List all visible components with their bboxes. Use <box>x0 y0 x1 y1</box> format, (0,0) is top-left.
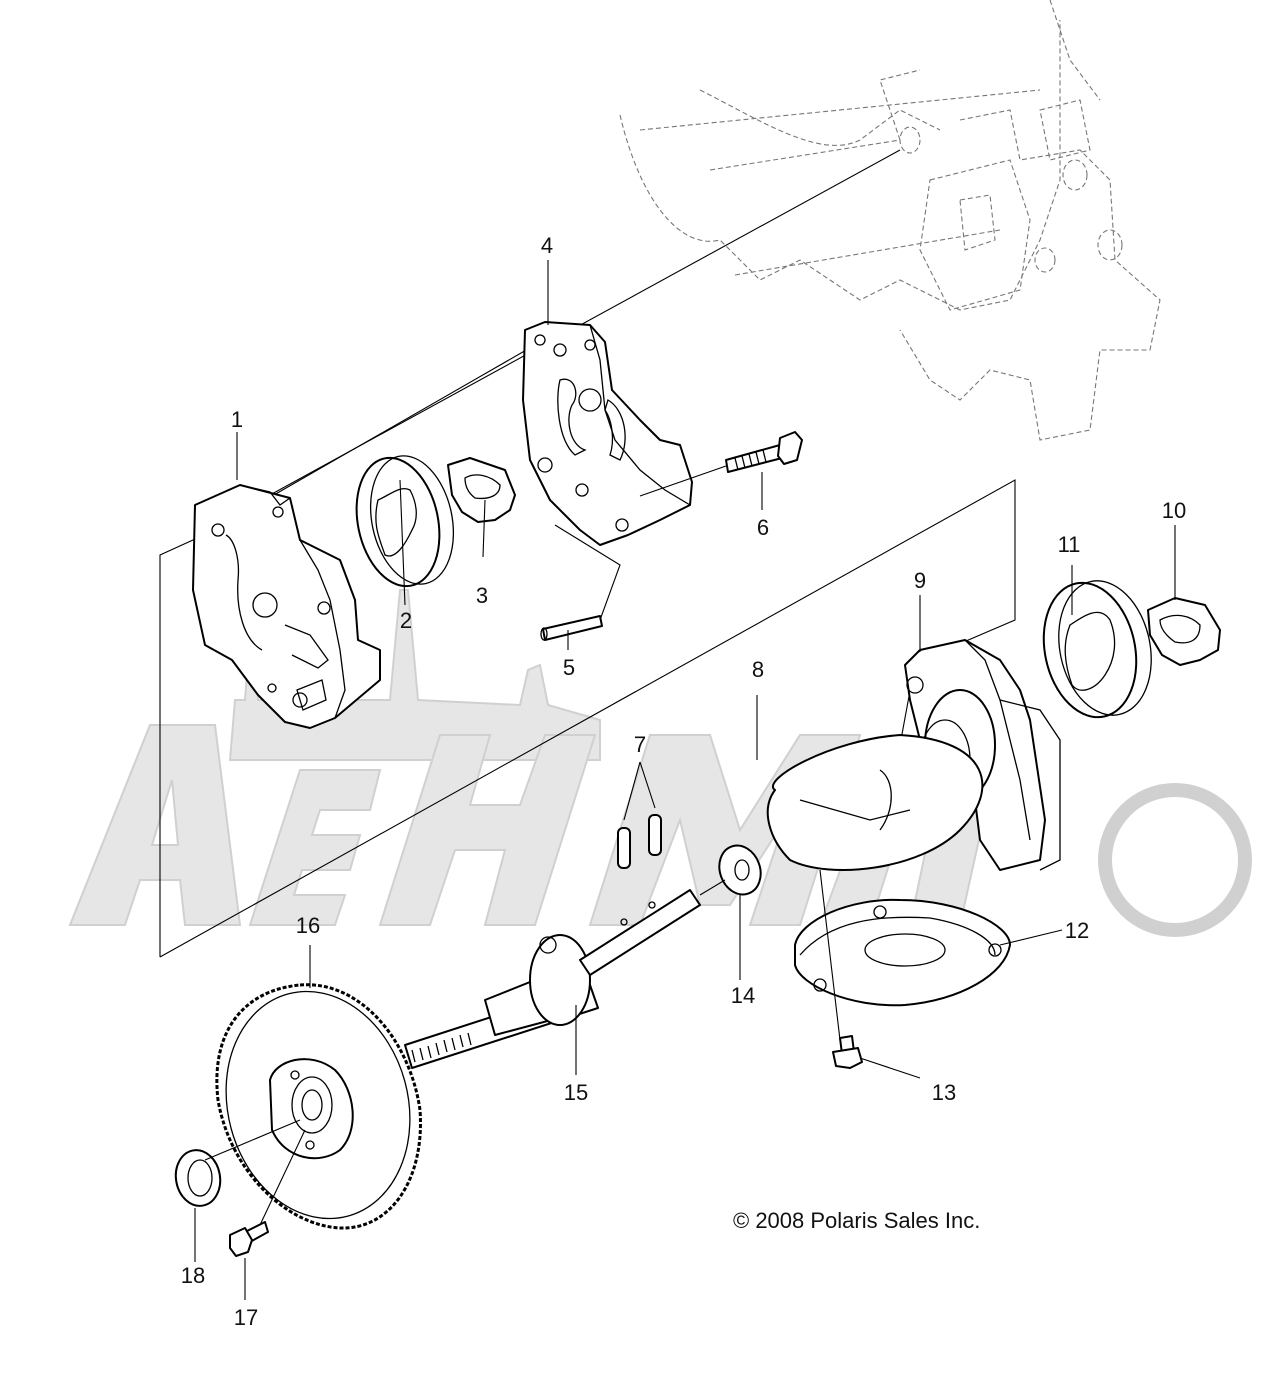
part-15-pump-shaft <box>404 879 726 1069</box>
callout-3: 3 <box>476 583 488 608</box>
callout-18: 18 <box>181 1263 205 1288</box>
callout-6: 6 <box>757 515 769 540</box>
part-7-pins <box>617 761 662 869</box>
callout-2: 2 <box>400 608 412 633</box>
callout-10: 10 <box>1162 498 1186 523</box>
part-16-gear <box>215 983 422 1230</box>
part-9-pump-housing <box>766 639 1061 871</box>
part-11-outer-rotor <box>1042 580 1152 719</box>
crankcase-hidden-outline <box>619 0 1161 441</box>
callout-12: 12 <box>1065 918 1089 943</box>
callout-15: 15 <box>564 1080 588 1105</box>
part-2-outer-rotor <box>355 455 455 588</box>
part-10-inner-rotor <box>1147 597 1221 666</box>
part-6-screw <box>639 431 803 497</box>
callout-8: 8 <box>752 657 764 682</box>
copyright-text: © 2008 Polaris Sales Inc. <box>733 1208 980 1233</box>
part-13-small-bolt <box>832 1035 863 1069</box>
callout-17: 17 <box>234 1305 258 1330</box>
part-17-gear-bolt <box>229 1129 306 1257</box>
part-18-thrust-washer <box>174 1119 301 1207</box>
part-12-screen-plate <box>794 869 1011 1041</box>
callout-13: 13 <box>932 1080 956 1105</box>
callout-16: 16 <box>296 913 320 938</box>
callout-leaders <box>194 260 1176 1300</box>
watermark-logo <box>68 589 1252 937</box>
part-3-inner-rotor <box>447 457 516 523</box>
callout-14: 14 <box>731 983 755 1008</box>
part-5-dowel-pin <box>540 524 621 641</box>
callout-7: 7 <box>634 732 646 757</box>
callout-1: 1 <box>231 407 243 432</box>
callout-labels: 1 2 3 4 5 6 7 8 9 10 11 12 13 14 15 16 1… <box>181 233 1186 1330</box>
part-4-cover-plate <box>522 321 693 546</box>
callout-5: 5 <box>563 655 575 680</box>
part-1-pump-body <box>192 484 381 729</box>
callout-4: 4 <box>541 233 553 258</box>
callout-11: 11 <box>1058 532 1081 557</box>
part-14-washer <box>718 844 762 896</box>
callout-9: 9 <box>914 568 926 593</box>
